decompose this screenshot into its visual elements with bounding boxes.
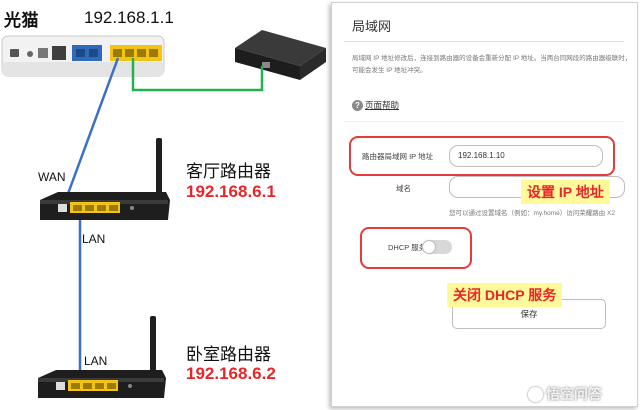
green-cable — [131, 58, 264, 92]
blue-cable-modem-to-router — [60, 57, 120, 211]
set-ip-banner: 设置 IP 地址 — [521, 180, 610, 204]
watermark-logo-icon — [528, 386, 543, 402]
living-router-device — [40, 138, 170, 220]
help-icon: ? — [352, 99, 363, 111]
watermark: 悟空问答 — [528, 384, 602, 404]
lan-port-label: LAN — [82, 232, 106, 246]
dhcp-highlight — [360, 227, 472, 269]
title-divider — [344, 41, 624, 42]
wan-port-label: WAN — [38, 170, 66, 184]
section-divider — [344, 121, 624, 122]
bedroom-lan-port-label: LAN — [84, 354, 108, 368]
domain-label: 域名 — [396, 184, 411, 193]
network-diagram — [1, 30, 326, 398]
modem-device — [1, 35, 165, 77]
lan-settings-panel: 局域网 局域网 IP 地址修改后，连接到路由器的设备会重新分配 IP 地址。当两… — [331, 2, 638, 407]
bedroom-router-ip: 192.168.6.2 — [186, 364, 276, 383]
panel-description: 局域网 IP 地址修改后，连接到路由器的设备会重新分配 IP 地址。当两台同网段… — [352, 55, 632, 74]
living-router-title: 客厅路由器 — [186, 162, 271, 181]
dhcp-label: DHCP 服务器 — [388, 243, 434, 252]
close-dhcp-banner: 关闭 DHCP 服务 — [447, 283, 563, 307]
lan-ip-label: 路由器局域网 IP 地址 — [362, 152, 434, 161]
bedroom-router-title: 卧室路由器 — [186, 345, 271, 364]
tv-box-device — [235, 30, 326, 80]
modem-ip: 192.168.1.1 — [84, 8, 174, 27]
dhcp-toggle[interactable] — [422, 240, 452, 254]
dhcp-toggle-knob — [423, 241, 435, 253]
lan-ip-highlight — [349, 136, 615, 176]
help-link[interactable]: ? 页面帮助 — [352, 99, 399, 111]
modem-title: 光猫 — [4, 11, 39, 30]
living-router-ip: 192.168.6.1 — [186, 182, 276, 201]
help-link-text: 页面帮助 — [365, 100, 400, 110]
watermark-text: 悟空问答 — [546, 386, 602, 402]
bedroom-router-device — [38, 316, 166, 398]
domain-note: 您可以通过设置域名（例如：my.home）访问荣耀路由 X2 — [449, 210, 616, 217]
lan-ip-input[interactable]: 192.168.1.10 — [449, 145, 603, 167]
panel-title: 局域网 — [352, 19, 392, 34]
